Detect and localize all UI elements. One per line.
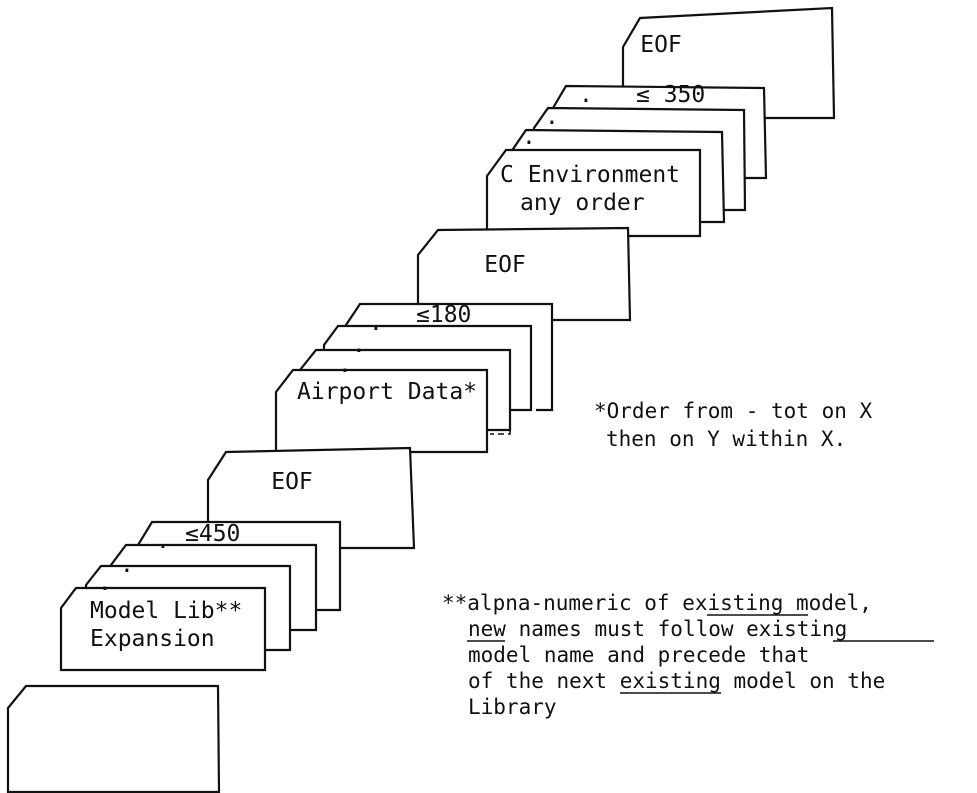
environment-deck: EOF ≤ 350 . . . C Environment any order — [485, 6, 836, 238]
environment-first-card-line2: any order — [520, 190, 645, 216]
environment-first-card — [485, 148, 702, 238]
model-note-line4: of the next existing model on the — [468, 669, 885, 693]
model-note-line5: Library — [468, 695, 557, 719]
airport-deck: EOF ≤180 . . . Airport Data* — [274, 226, 632, 454]
model-lib-dot-1: . — [98, 570, 112, 596]
model-lib-count-label: ≤450 — [185, 521, 240, 547]
model-lib-eof-label: EOF — [271, 469, 313, 495]
airport-order-note: *Order from - tot on X then on Y within … — [594, 399, 873, 451]
model-note-line2: new names must follow existing — [468, 617, 847, 641]
model-lib-front-card — [6, 684, 221, 793]
environment-dot-2: . — [545, 104, 559, 130]
airport-count-label: ≤180 — [416, 302, 471, 328]
airport-eof-card — [416, 226, 632, 322]
environment-first-card-line1: C Environment — [500, 162, 680, 188]
airport-note-line2: then on Y within X. — [606, 427, 846, 451]
airport-first-card-label: Airport Data* — [297, 379, 477, 405]
model-lib-first-card-line2: Expansion — [90, 626, 215, 652]
airport-eof-label: EOF — [484, 252, 526, 278]
model-lib-first-card — [59, 586, 267, 672]
model-note-line3: model name and precede that — [468, 643, 809, 667]
environment-eof-label: EOF — [640, 32, 682, 58]
airport-note-line1: *Order from - tot on X — [594, 399, 873, 423]
airport-first-card — [274, 368, 489, 454]
environment-dot-3: . — [579, 82, 593, 108]
model-lib-dot-3: . — [156, 528, 170, 554]
environment-count-label: ≤ 350 — [636, 82, 705, 108]
airport-dot-2: . — [352, 332, 366, 358]
model-lib-deck: EOF ≤450 . . . Model Lib** Expansion — [6, 446, 416, 793]
environment-dot-1: . — [522, 124, 536, 150]
airport-dot-card-1-dashed-edge — [490, 430, 511, 435]
model-lib-first-card-line1: Model Lib** — [90, 598, 242, 624]
model-lib-dot-2: . — [120, 552, 134, 578]
model-note-line1: **alpna-numeric of existing model, — [442, 591, 872, 615]
airport-dot-1: . — [338, 352, 352, 378]
airport-dot-3: . — [369, 310, 383, 336]
model-lib-naming-note: **alpna-numeric of existing model, new n… — [442, 591, 934, 719]
